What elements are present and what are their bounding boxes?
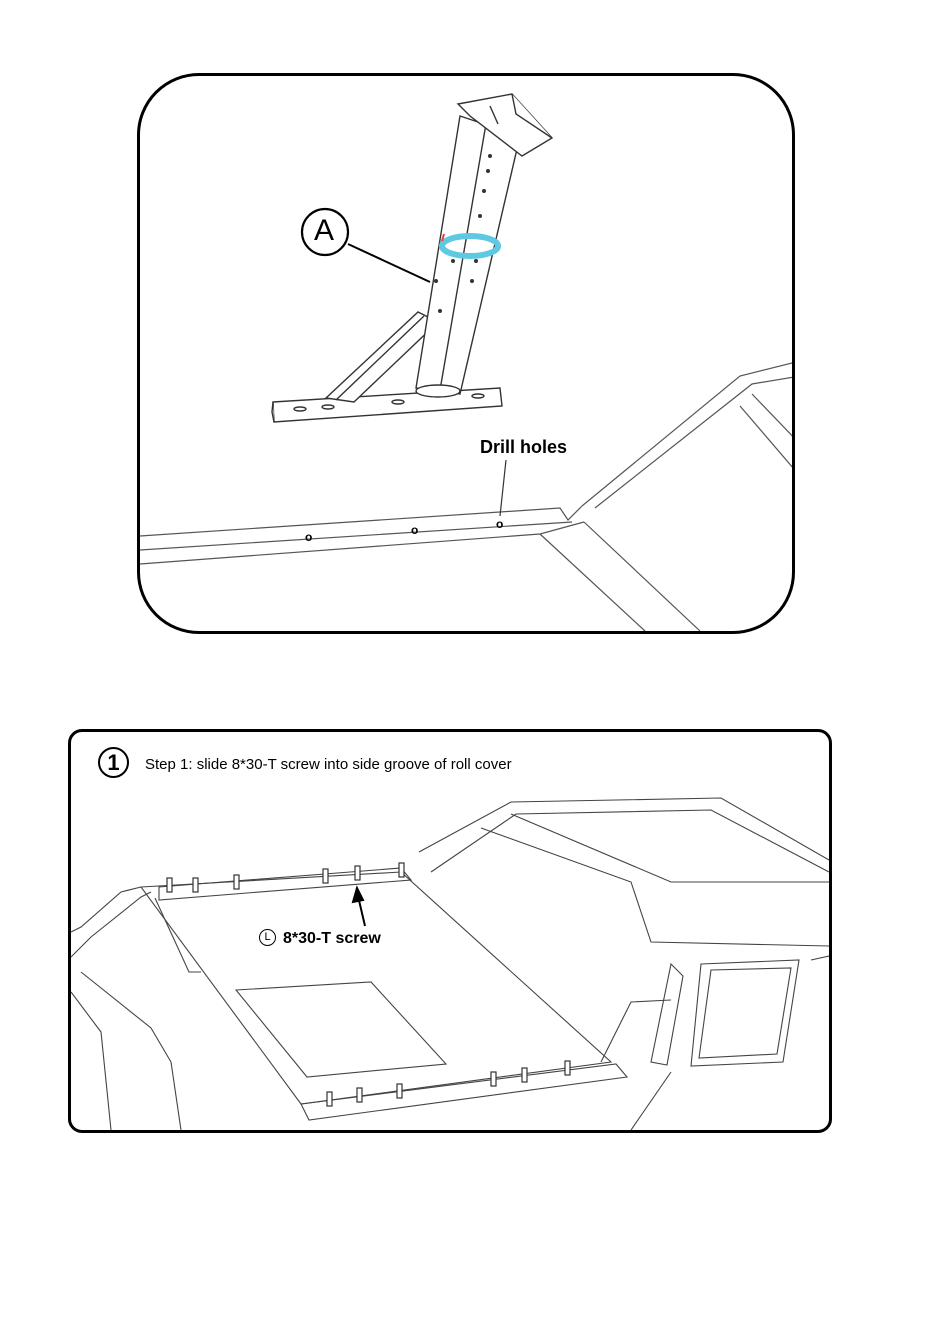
rear-rail [301, 1064, 627, 1120]
cab-side-window [691, 960, 799, 1066]
main-tube [416, 94, 552, 397]
screw-arrow [353, 888, 365, 926]
callout-letter-a: A [314, 214, 334, 248]
base-plate [272, 388, 502, 422]
drill-hole-mark: o [411, 523, 418, 537]
callout-leader [348, 244, 430, 282]
cab-window-edge [651, 964, 683, 1065]
truck-bed-illustration [71, 732, 829, 1130]
drill-hole-mark: o [496, 517, 503, 531]
part-letter-badge: L [259, 929, 276, 946]
tailgate-panel [236, 982, 446, 1077]
figure-bracket-drill-holes: A Drill holes o o o [137, 73, 795, 634]
step-number-badge: 1 [98, 747, 129, 778]
step-instruction: Step 1: slide 8*30-T screw into side gro… [145, 756, 512, 773]
bracket-illustration [140, 76, 792, 631]
screw-part-label: 8*30-T screw [283, 930, 381, 948]
drill-leader-line [500, 460, 506, 516]
drill-holes-label: Drill holes [480, 437, 567, 458]
cab-roof [419, 798, 829, 860]
bed-rail-line [140, 506, 582, 536]
drill-hole-mark: o [305, 530, 312, 544]
figure-step-1-screws: 1 Step 1: slide 8*30-T screw into side g… [68, 729, 832, 1133]
